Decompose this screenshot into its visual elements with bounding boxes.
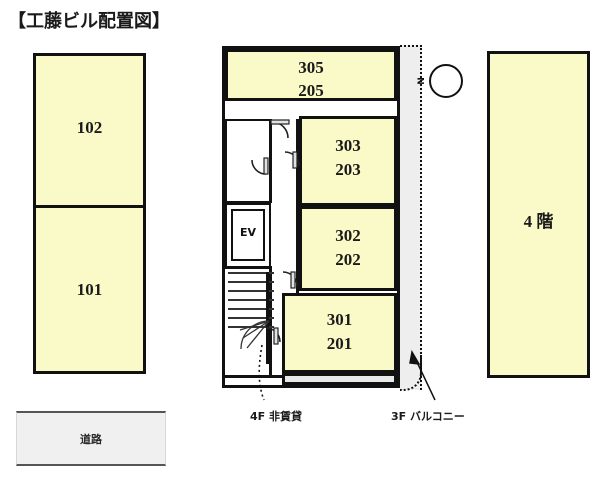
balcony-strip [400, 45, 422, 390]
service-room [225, 119, 271, 203]
page-title: 【工藤ビル配置図】 [8, 11, 170, 32]
stair-step [228, 308, 274, 310]
corridor-wall-bottom [225, 375, 283, 378]
stair-railing [266, 272, 269, 364]
nonrental-strip [282, 373, 397, 385]
elevator-label: EV [239, 226, 257, 239]
right-building-label: 4 階 [523, 212, 554, 231]
unit-303-203 [299, 116, 397, 206]
corridor-wall-left-lower [269, 268, 272, 378]
unit-301-201-label-bottom: 201 [326, 334, 353, 353]
left-building-outline [33, 53, 146, 374]
unit-305-205-label-bottom: 205 [298, 81, 324, 100]
elevator-car [231, 209, 265, 261]
center-building: 305 205 303 203 302 202 301 201 EV [222, 46, 400, 388]
unit-305-205 [225, 49, 397, 101]
corridor-wall-ev-bottom [225, 266, 272, 269]
annotation-nonrental: 4F 非賃貸 [250, 410, 302, 423]
corridor-wall-right [296, 119, 299, 294]
stair-step [228, 299, 274, 301]
annotation-balcony: 3F バルコニー [391, 410, 465, 423]
unit-302-202 [299, 206, 397, 291]
compass-circle-icon [429, 64, 463, 98]
left-building-divider [33, 205, 146, 208]
unit-301-201-label-top: 301 [326, 310, 353, 329]
stair-step [228, 290, 274, 292]
stair-step [228, 272, 274, 274]
unit-305-205-label-top: 305 [298, 58, 324, 77]
unit-303-203-label-top: 303 [335, 136, 361, 155]
road-box [16, 411, 166, 466]
unit-label-102: 102 [76, 118, 103, 137]
right-building-outline [487, 51, 590, 378]
unit-301-201 [282, 293, 397, 373]
stair-step [228, 317, 274, 319]
compass-rose: N [417, 64, 463, 98]
unit-302-202-label-bottom: 202 [335, 250, 361, 269]
unit-303-203-label-bottom: 203 [335, 160, 361, 179]
road-label: 道路 [80, 433, 102, 446]
stair-step [228, 281, 274, 283]
unit-label-101: 101 [76, 280, 103, 299]
compass-north-label: N [416, 77, 427, 85]
corridor-wall-left-upper [269, 119, 272, 203]
unit-302-202-label-top: 302 [335, 226, 361, 245]
